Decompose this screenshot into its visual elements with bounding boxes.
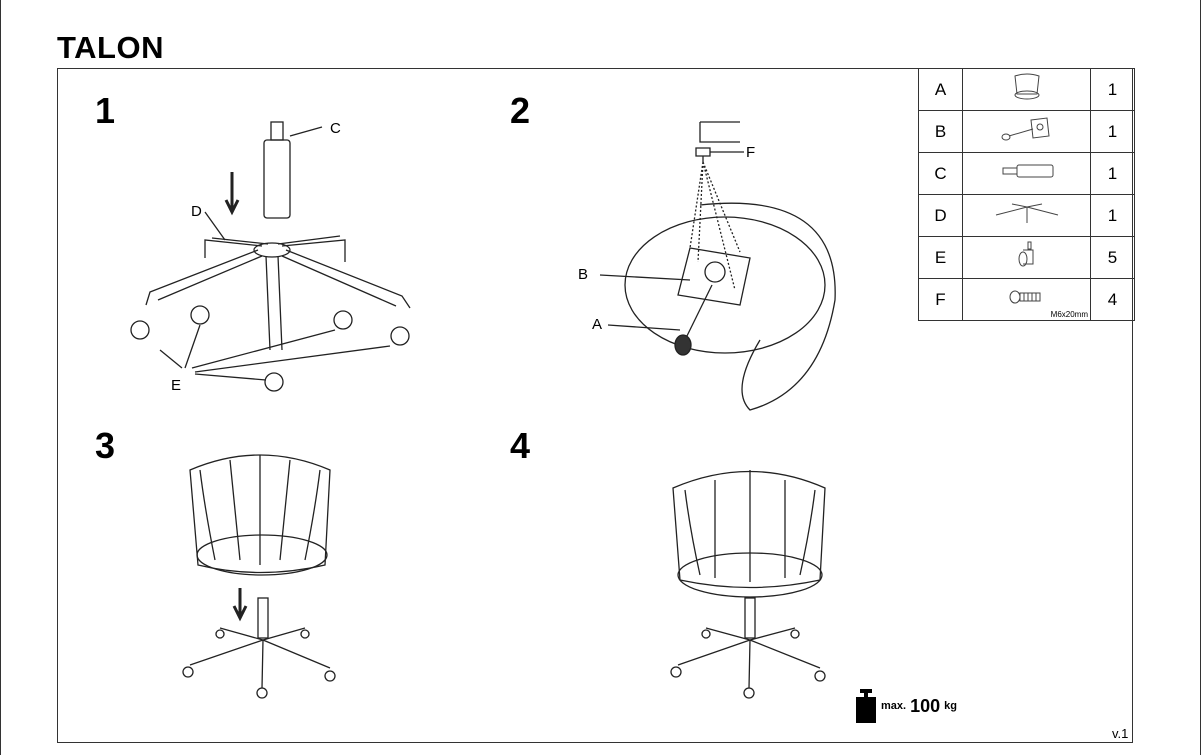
label-d: D [191, 203, 202, 220]
max-load-indicator: max. 100 kg [855, 688, 957, 724]
mechanism-plate-icon [962, 110, 1091, 153]
down-arrow-icon [232, 588, 248, 622]
seat-underside [624, 216, 826, 354]
label-c: C [330, 120, 341, 137]
step1-illustration [130, 121, 411, 392]
screw-icon: M6x20mm [962, 278, 1091, 321]
product-title: TALON [57, 30, 164, 65]
gas-lift-icon [962, 152, 1091, 195]
screw-spec: M6x20mm [1050, 310, 1088, 319]
star-base [145, 235, 411, 351]
step2-illustration [599, 121, 836, 411]
woven-backrest [699, 202, 836, 411]
part-qty: 1 [1090, 110, 1135, 153]
part-letter: A [918, 68, 963, 111]
down-arrow-icon [224, 172, 240, 216]
casters [130, 305, 410, 392]
gas-lift [263, 139, 291, 219]
page-edge-left [0, 0, 1, 755]
allen-key-icon [699, 121, 740, 143]
chair-seat [196, 534, 328, 576]
part-letter: E [918, 236, 963, 279]
screw-icon [695, 147, 711, 162]
instruction-frame [57, 68, 1133, 743]
part-qty: 5 [1090, 236, 1135, 279]
step-number-4: 4 [510, 425, 531, 466]
step-number-3: 3 [95, 425, 116, 466]
gas-lift [744, 597, 756, 639]
chair-back [189, 454, 331, 574]
caster-icon [962, 236, 1091, 279]
part-qty: 4 [1090, 278, 1135, 321]
chair-back [672, 470, 826, 589]
part-letter: B [918, 110, 963, 153]
part-letter: C [918, 152, 963, 195]
part-letter: D [918, 194, 963, 237]
max-load-value: 100 [910, 695, 941, 716]
mechanism-plate [677, 247, 751, 306]
page-edge-right [1200, 0, 1201, 755]
part-qty: 1 [1090, 68, 1135, 111]
step-number-2: 2 [510, 90, 531, 131]
label-a: A [592, 316, 603, 333]
part-letter: F [918, 278, 963, 321]
chair-seat [677, 552, 823, 598]
seat-icon [962, 68, 1091, 111]
version-label: v.1 [1112, 726, 1129, 741]
label-f: F [746, 144, 756, 161]
gas-lift [257, 597, 269, 639]
step3-illustration [182, 454, 336, 699]
step-number-1: 1 [95, 90, 116, 131]
part-qty: 1 [1090, 194, 1135, 237]
weight-icon [856, 689, 876, 723]
step4-illustration [670, 470, 826, 699]
part-qty: 1 [1090, 152, 1135, 195]
max-load-prefix: max. [881, 700, 907, 712]
label-e: E [171, 377, 182, 394]
gas-lift-pin [270, 121, 284, 141]
max-load-unit: kg [944, 700, 957, 712]
label-b: B [578, 266, 589, 283]
star-base-icon [962, 194, 1091, 237]
